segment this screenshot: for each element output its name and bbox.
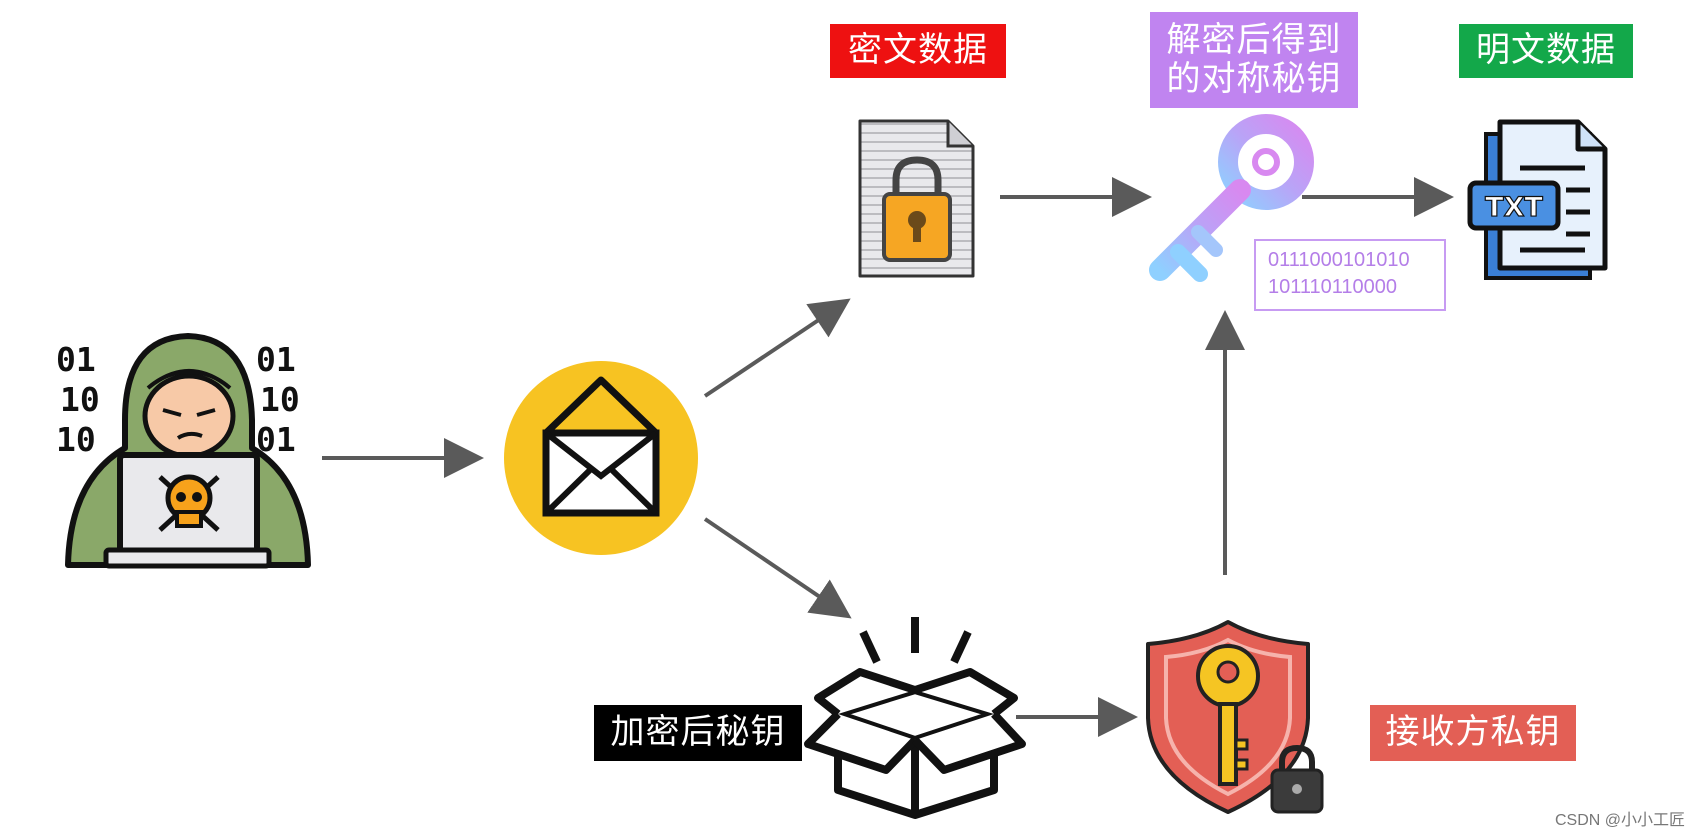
label-receiver-private-key-text: 接收方私钥	[1385, 712, 1561, 753]
binary-line-2: 101110110000	[1268, 276, 1398, 298]
envelope-icon	[504, 361, 698, 555]
binary-line-1: 0111000101010	[1268, 249, 1410, 271]
label-encrypted-key: 加密后秘钥	[594, 705, 802, 761]
binary-right-1: 01	[256, 340, 296, 379]
binary-left-2: 10	[60, 380, 100, 419]
binary-right-3: 01	[256, 420, 296, 459]
binary-right-2: 10	[260, 380, 300, 419]
txt-document-icon: TXT	[1467, 119, 1608, 280]
watermark: CSDN @小小工匠	[1554, 812, 1685, 829]
padlock-icon	[882, 156, 952, 262]
label-plaintext: 明文数据	[1459, 24, 1633, 78]
label-plaintext-text: 明文数据	[1476, 30, 1616, 71]
key-icon	[1149, 114, 1314, 282]
label-receiver-private-key: 接收方私钥	[1370, 705, 1576, 761]
binary-data-box: 0111000101010 101110110000	[1254, 239, 1446, 311]
label-decrypted-line1: 解密后得到	[1166, 19, 1342, 60]
txt-badge: TXT	[1485, 192, 1543, 223]
label-decrypted-line2: 的对称秘钥	[1166, 59, 1342, 99]
open-box-icon	[804, 617, 1026, 819]
label-ciphertext: 密文数据	[830, 24, 1006, 78]
locked-document-icon	[858, 119, 975, 278]
label-decrypted-symmetric-key: 解密后得到 的对称秘钥	[1150, 12, 1358, 108]
shield-key-icon	[1146, 620, 1324, 814]
hacker-icon: 01 10 10 01 10 01	[56, 333, 311, 569]
arrow-envelope-to-cipher	[703, 298, 851, 398]
arrow-envelope-to-box	[703, 517, 852, 619]
label-ciphertext-text: 密文数据	[848, 30, 988, 71]
binary-left-1: 01	[56, 340, 96, 379]
skull-icon	[158, 474, 220, 532]
arrows	[322, 177, 1454, 737]
binary-left-3: 10	[56, 420, 96, 459]
small-padlock-icon	[1270, 744, 1324, 814]
label-encrypted-key-text: 加密后秘钥	[610, 712, 786, 753]
